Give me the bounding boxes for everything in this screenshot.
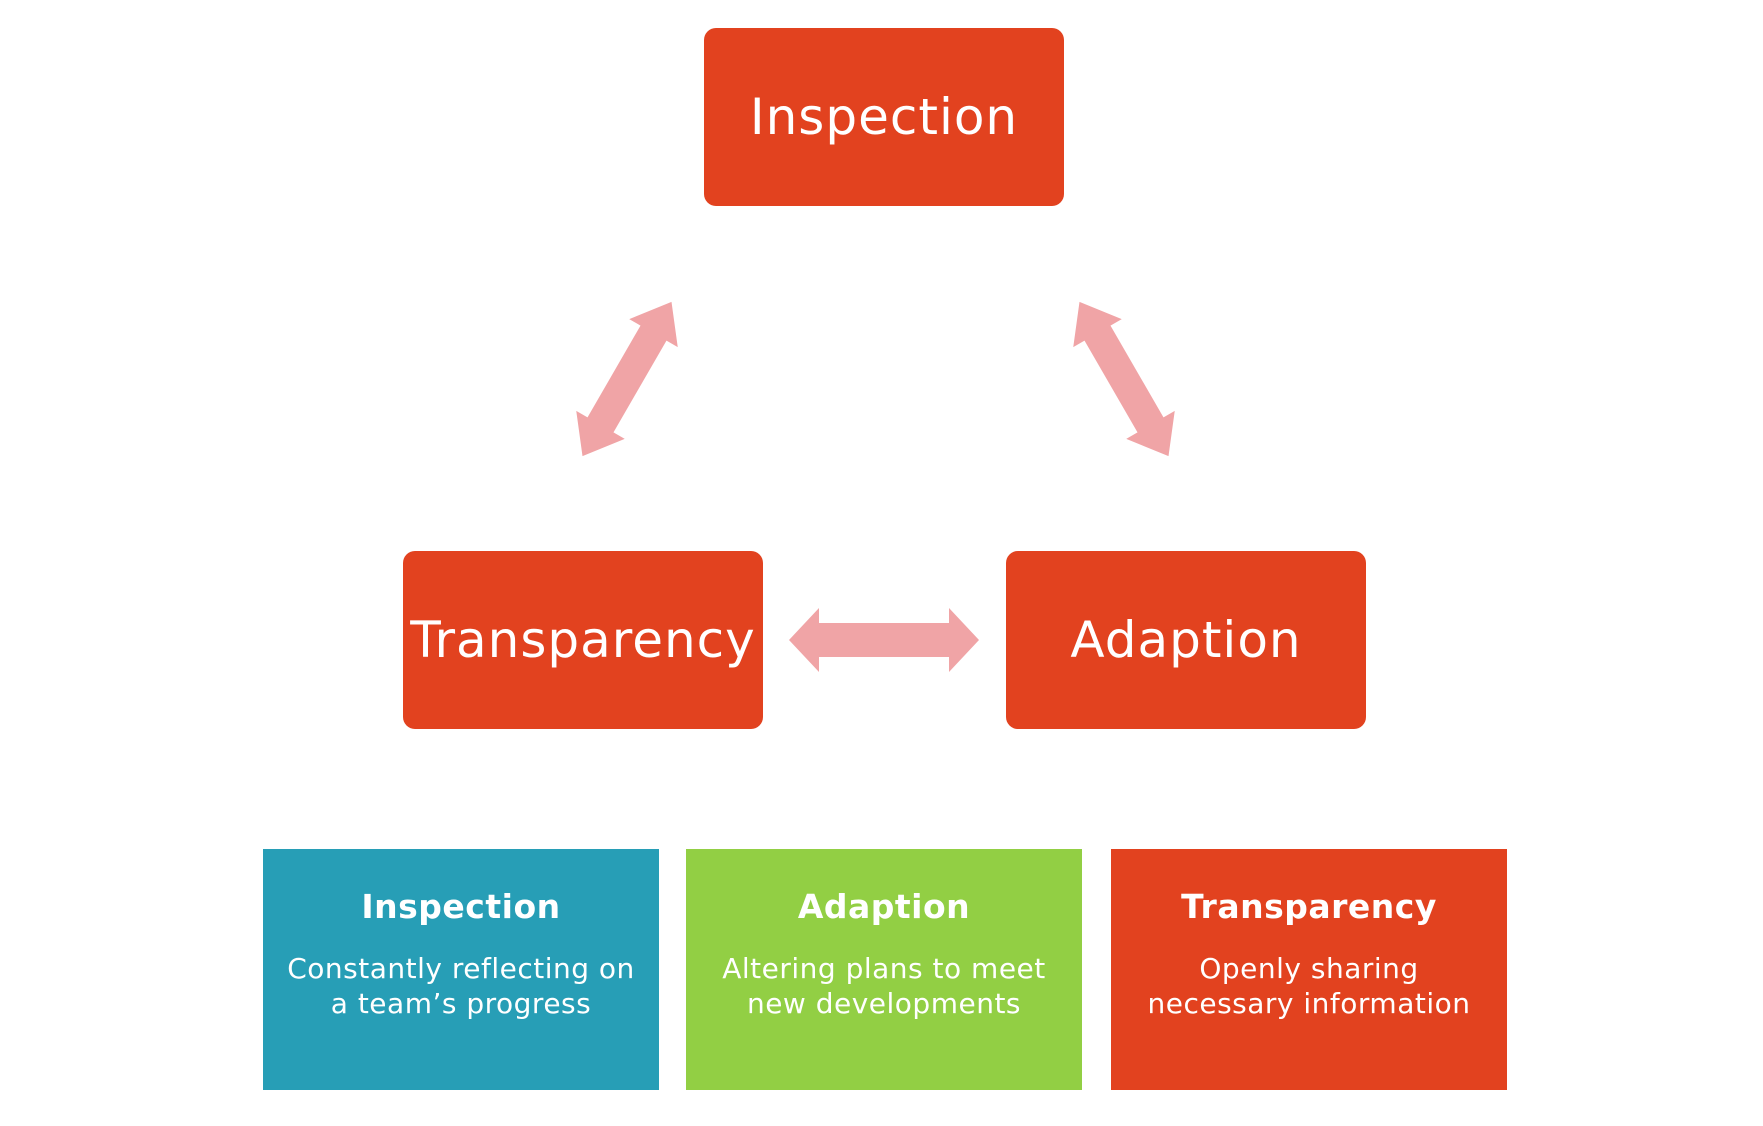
- arrow-inspection-adaption: [1073, 301, 1175, 457]
- card-inspection: Inspection Constantly reflecting on a te…: [263, 849, 659, 1090]
- card-title: Transparency: [1181, 887, 1437, 926]
- arrow-transparency-inspection: [576, 301, 678, 457]
- card-transparency: Transparency Openly sharing necessary in…: [1111, 849, 1507, 1090]
- card-description: Altering plans to meet new developments: [722, 952, 1046, 1020]
- card-adaption: Adaption Altering plans to meet new deve…: [686, 849, 1082, 1090]
- card-description: Constantly reflecting on a team’s progre…: [287, 952, 635, 1020]
- card-title: Inspection: [361, 887, 561, 926]
- card-description: Openly sharing necessary information: [1147, 952, 1471, 1020]
- arrow-transparency-adaption: [789, 608, 979, 672]
- node-inspection: Inspection: [704, 28, 1064, 206]
- card-title: Adaption: [797, 887, 971, 926]
- node-adaption: Adaption: [1006, 551, 1366, 729]
- node-transparency: Transparency: [403, 551, 763, 729]
